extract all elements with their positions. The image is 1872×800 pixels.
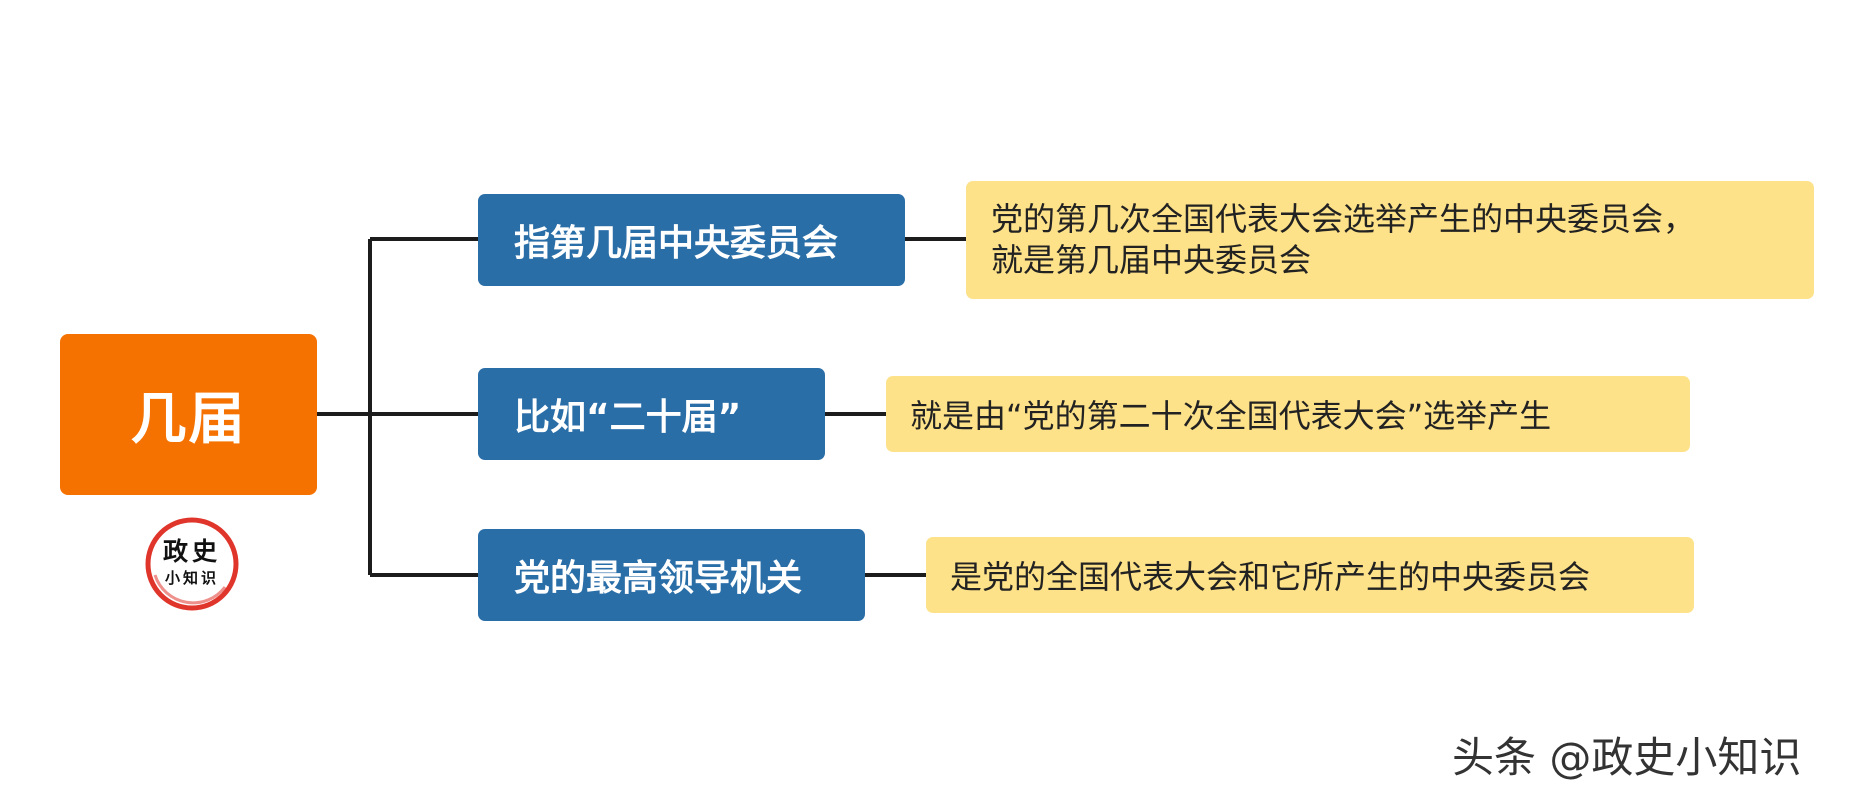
branch-node-3: 党的最高领导机关: [478, 529, 865, 621]
seal-ring-icon: [145, 517, 239, 611]
leaf-text-1-line-2: 就是第几届中央委员会: [991, 241, 1312, 279]
seal-text-bottom: 小知识: [164, 569, 219, 587]
seal-logo: 政史 小知识: [143, 515, 241, 613]
root-node: 几届: [60, 334, 317, 495]
seal-text-top: 政史: [162, 537, 221, 566]
branch-label-3: 党的最高领导机关: [514, 558, 803, 599]
leaf-node-2: 就是由“党的第二十次全国代表大会”选举产生: [886, 376, 1690, 452]
leaf-text-2: 就是由“党的第二十次全国代表大会”选举产生: [910, 397, 1552, 435]
branch-node-1: 指第几届中央委员会: [478, 194, 905, 286]
leaf-node-1: 党的第几次全国代表大会选举产生的中央委员会， 就是第几届中央委员会: [966, 181, 1814, 299]
branch-label-2: 比如“二十届”: [514, 397, 742, 438]
branch-node-2: 比如“二十届”: [478, 368, 825, 460]
leaf-text-3: 是党的全国代表大会和它所产生的中央委员会: [950, 558, 1591, 596]
root-label: 几届: [130, 387, 247, 452]
leaf-text-1-line-1: 党的第几次全国代表大会选举产生的中央委员会，: [991, 200, 1696, 238]
branch-label-1: 指第几届中央委员会: [514, 223, 839, 264]
leaf-node-3: 是党的全国代表大会和它所产生的中央委员会: [926, 537, 1694, 613]
watermark: 头条 @政史小知识: [1452, 733, 1802, 782]
